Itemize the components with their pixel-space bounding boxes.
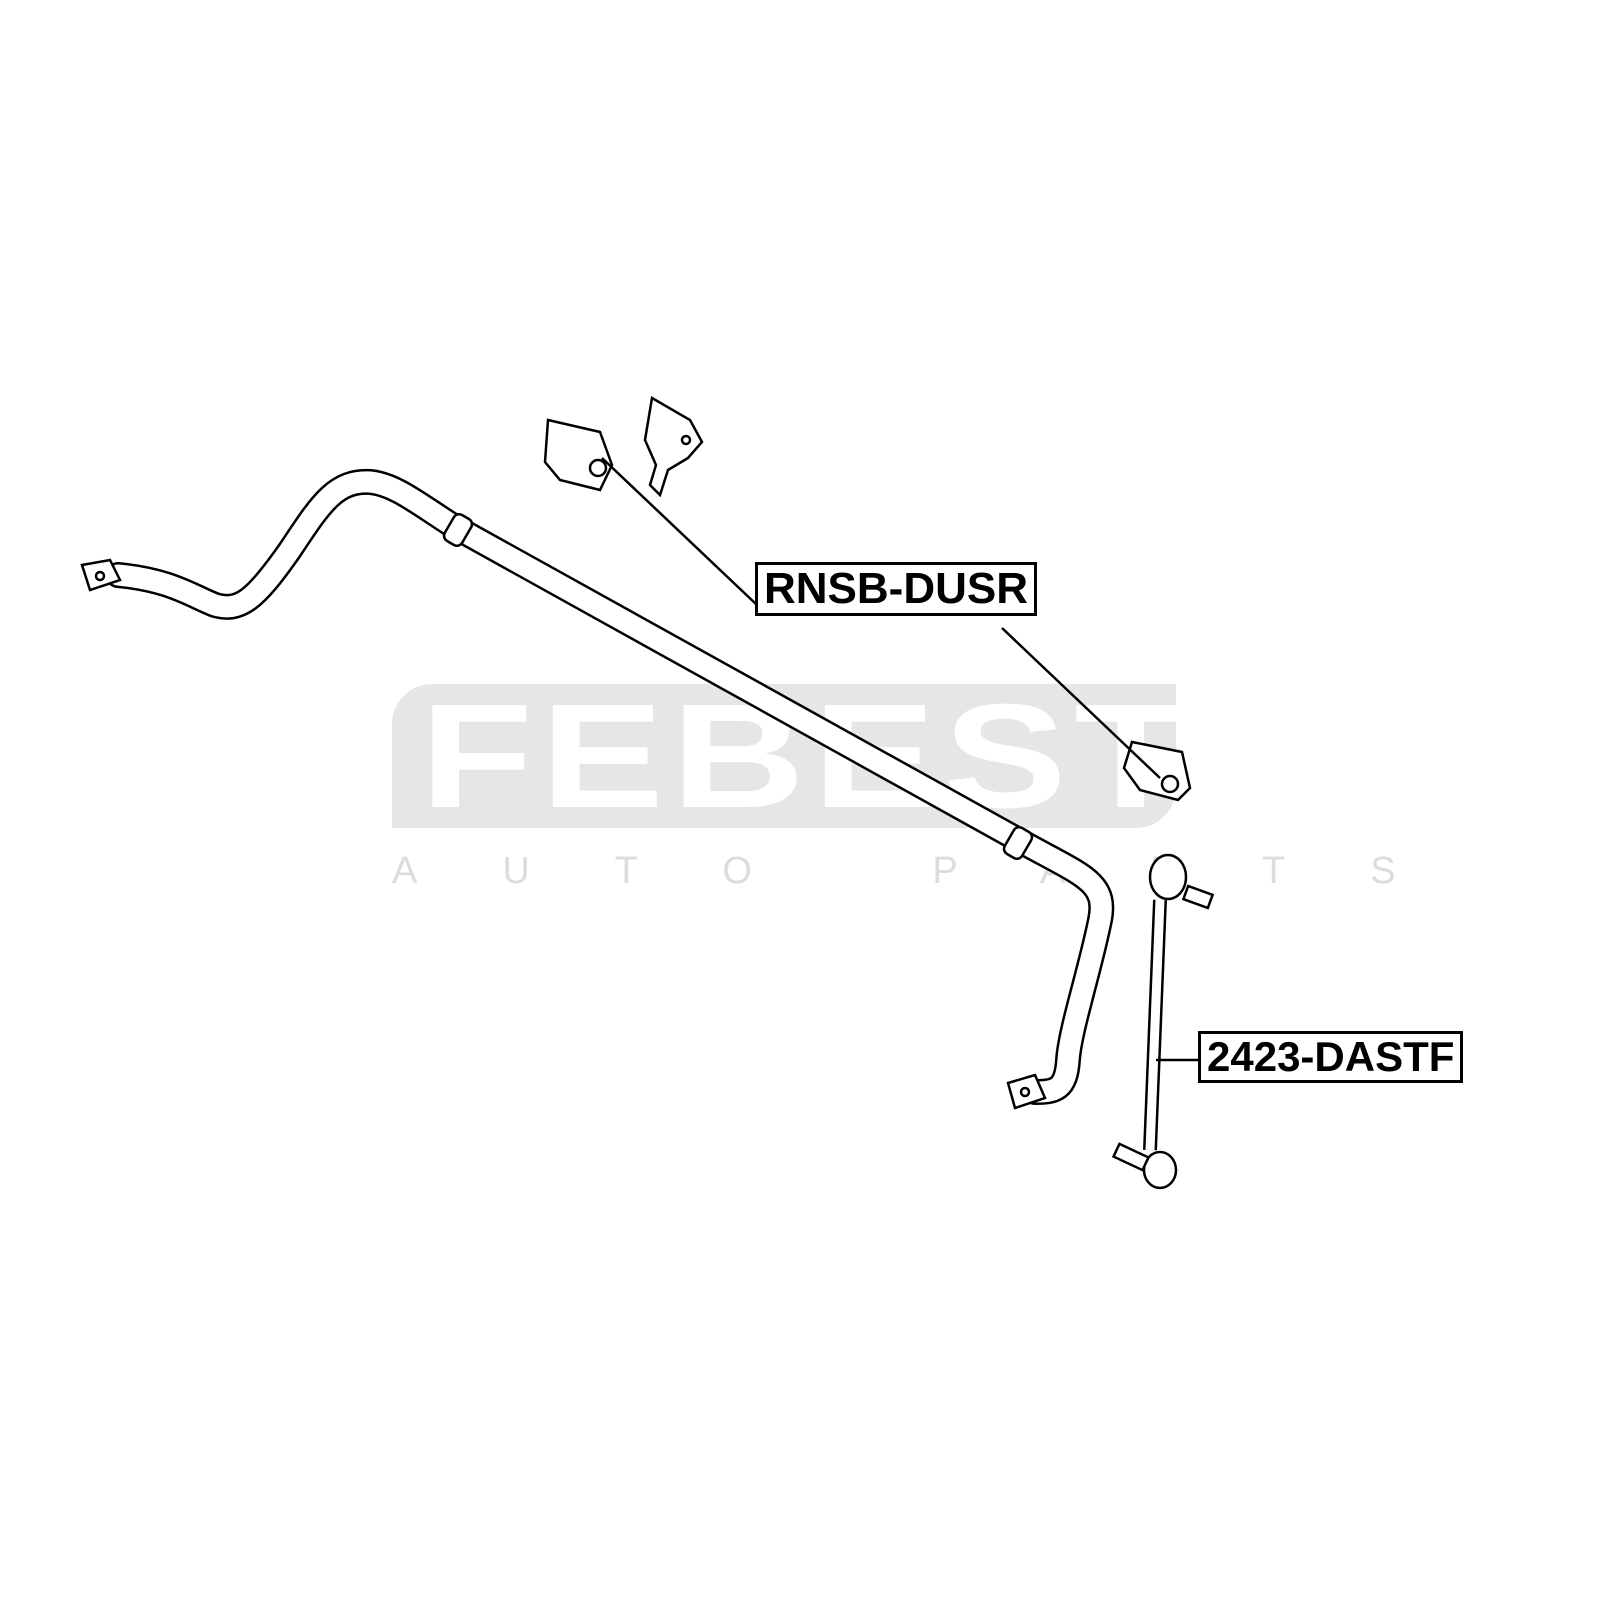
stabilizer-bar <box>105 468 1115 1105</box>
bracket-icon <box>643 396 704 498</box>
bar-bushing-left <box>442 512 1034 861</box>
part-label-rnsb-dusr[interactable]: RNSB-DUSR <box>755 562 1037 616</box>
bushing-icon <box>543 418 1192 802</box>
bar-end-mount-icon <box>80 558 1047 1110</box>
leader-lines <box>601 457 1200 1062</box>
part-label-2423-dastf[interactable]: 2423-DASTF <box>1198 1031 1464 1083</box>
watermark-subtitle: AUTO PARTS <box>392 850 1481 892</box>
stabilizer-link-icon <box>1111 853 1215 1190</box>
